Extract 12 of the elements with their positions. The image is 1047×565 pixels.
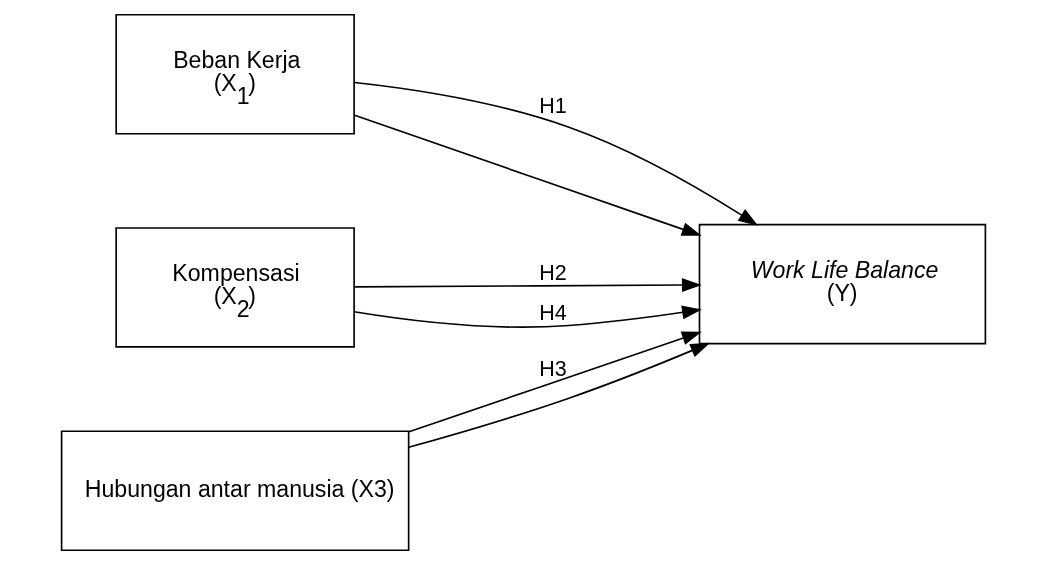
node-box: Hubungan antar manusia (X3): [60, 430, 410, 552]
node-box: Work Life Balance (Y): [698, 223, 987, 345]
arrow: [353, 305, 702, 328]
arrow: [353, 278, 702, 292]
arrow: [353, 114, 702, 236]
arrow: [407, 342, 711, 449]
arrow: [353, 81, 759, 226]
arrow: [408, 331, 702, 433]
edge-label: H4: [539, 300, 567, 325]
edge-label: H3: [539, 356, 567, 381]
edge-label: H2: [539, 260, 567, 285]
edge-label: H1: [539, 93, 567, 118]
